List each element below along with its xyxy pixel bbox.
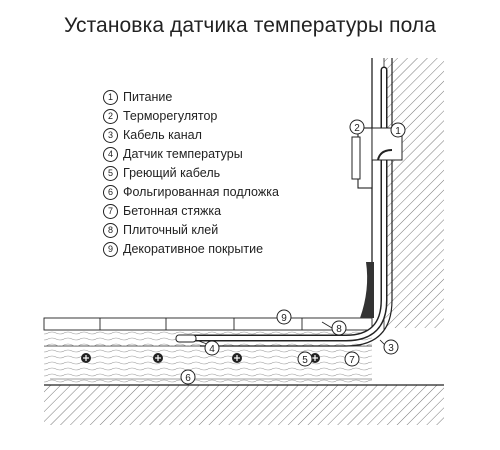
callout-6-label: 6	[185, 373, 191, 384]
temperature-sensor	[175, 334, 197, 343]
legend-item-thermostat: 2 Терморегулятор	[103, 107, 217, 125]
legend-number: 8	[103, 222, 118, 238]
corner-insulation	[360, 262, 374, 318]
legend-item-power: 1 Питание	[103, 88, 172, 106]
heating-cable-marker	[81, 353, 91, 363]
legend-number: 6	[103, 184, 118, 200]
legend-label: Греющий кабель	[123, 166, 221, 180]
wiring	[377, 149, 393, 161]
callout-3: 3	[383, 339, 399, 355]
callout-9: 9	[276, 309, 292, 325]
diagram-title: Установка датчика температуры пола	[63, 14, 437, 37]
callout-8-label: 8	[336, 324, 342, 335]
tile-layer	[43, 317, 373, 331]
callout-4-label: 4	[209, 344, 215, 355]
callout-2: 2	[349, 119, 365, 135]
callout-7-label: 7	[349, 355, 355, 366]
callout-3-label: 3	[388, 343, 394, 354]
legend-number: 7	[103, 203, 118, 219]
legend-item-cable-channel: 3 Кабель канал	[103, 126, 202, 144]
legend-item-heating-cable: 5 Греющий кабель	[103, 164, 220, 182]
heating-cable-marker	[153, 353, 163, 363]
legend-label: Фольгированная подложка	[123, 185, 279, 199]
legend-item-tile-adhesive: 8 Плиточный клей	[103, 221, 218, 239]
thermostat-frame	[351, 136, 361, 180]
callout-4: 4	[204, 340, 220, 356]
power-cable	[200, 58, 393, 347]
legend-label: Терморегулятор	[123, 109, 218, 123]
floor-slab	[44, 385, 444, 425]
legend-label: Питание	[123, 90, 173, 104]
legend-label: Бетонная стяжка	[123, 204, 222, 218]
legend-item-concrete-screed: 7 Бетонная стяжка	[103, 202, 221, 220]
callout-1-label: 1	[395, 126, 401, 137]
legend-number: 1	[103, 89, 118, 105]
callout-9-label: 9	[281, 313, 287, 324]
legend-label: Кабель канал	[123, 128, 202, 142]
junction-box	[371, 127, 403, 161]
callout-6: 6	[180, 369, 196, 385]
callout-2-label: 2	[354, 123, 360, 134]
legend-number: 3	[103, 127, 118, 143]
legend-label: Декоративное покрытие	[123, 242, 264, 256]
callout-5-label: 5	[302, 355, 308, 366]
callout-leader	[321, 321, 333, 329]
callout-7: 7	[344, 351, 360, 367]
cable-channel-inner	[178, 68, 386, 340]
legend-item-temperature-sensor: 4 Датчик температуры	[103, 145, 243, 163]
legend-number: 2	[103, 108, 118, 124]
heating-cable-marker	[310, 353, 320, 363]
legend-number: 5	[103, 165, 118, 181]
legend-number: 4	[103, 146, 118, 162]
legend-number: 9	[103, 241, 118, 257]
callout-1: 1	[390, 122, 406, 138]
legend-label: Плиточный клей	[123, 223, 219, 237]
heating-cable-marker	[232, 353, 242, 363]
callout-8: 8	[331, 320, 347, 336]
legend-label: Датчик температуры	[123, 147, 243, 161]
legend-item-decorative-cover: 9 Декоративное покрытие	[103, 240, 263, 258]
callout-5: 5	[297, 351, 313, 367]
cable-channel	[176, 66, 388, 342]
legend-item-foil-underlay: 6 Фольгированная подложка	[103, 183, 279, 201]
